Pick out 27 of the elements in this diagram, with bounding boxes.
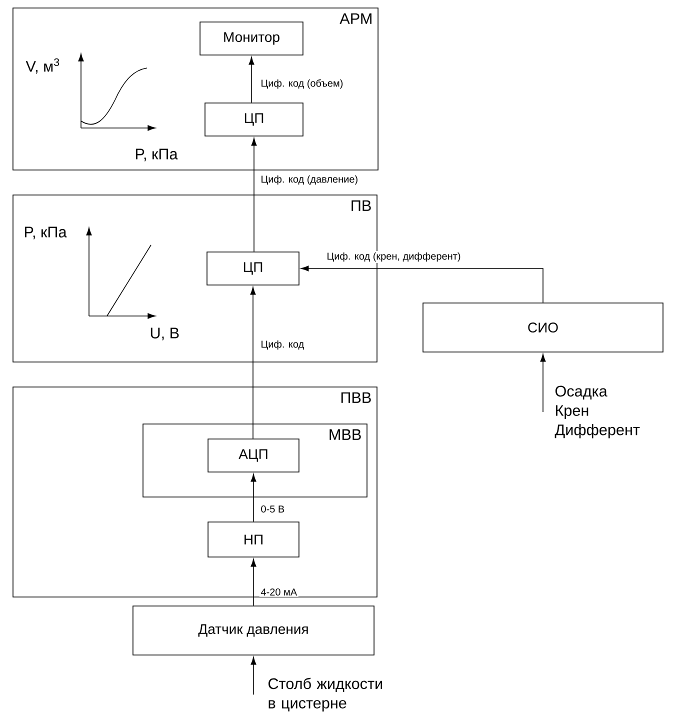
arrow bbox=[250, 474, 256, 522]
edge-label: 4-20 мА bbox=[259, 587, 298, 597]
arrow bbox=[250, 656, 256, 696]
edge-label: Циф. код (крен, дифферент) bbox=[325, 251, 462, 263]
process-box: СИО bbox=[422, 302, 664, 352]
axis-label: P, кПа bbox=[136, 148, 178, 162]
axis-label: P, кПа bbox=[25, 226, 67, 240]
axis-label: U, В bbox=[150, 328, 179, 340]
input-text: Осадка Крен Дифферент bbox=[554, 386, 640, 438]
arrow bbox=[300, 266, 544, 303]
process-box: ЦП bbox=[204, 102, 304, 136]
edge-label: Циф. код (объем) bbox=[259, 78, 344, 90]
axis-label: V, м$^{3}$ bbox=[26, 58, 60, 74]
edge-label: 0-5 В bbox=[259, 504, 286, 514]
edge-label: Циф. код bbox=[259, 339, 306, 351]
process-box: Датчик давления bbox=[132, 606, 374, 656]
arrow bbox=[250, 558, 256, 606]
arrow bbox=[251, 138, 257, 252]
input-text: Столб жидкости в цистерне bbox=[268, 678, 382, 712]
process-box: Монитор bbox=[200, 22, 304, 56]
process-box: ЦП bbox=[206, 252, 300, 286]
arrow bbox=[250, 286, 256, 439]
arrow bbox=[248, 56, 254, 103]
process-box: НП bbox=[208, 522, 300, 558]
arrow bbox=[540, 354, 546, 412]
process-box: АЦП bbox=[208, 438, 300, 472]
edge-label: Циф. код (давление) bbox=[259, 174, 360, 186]
